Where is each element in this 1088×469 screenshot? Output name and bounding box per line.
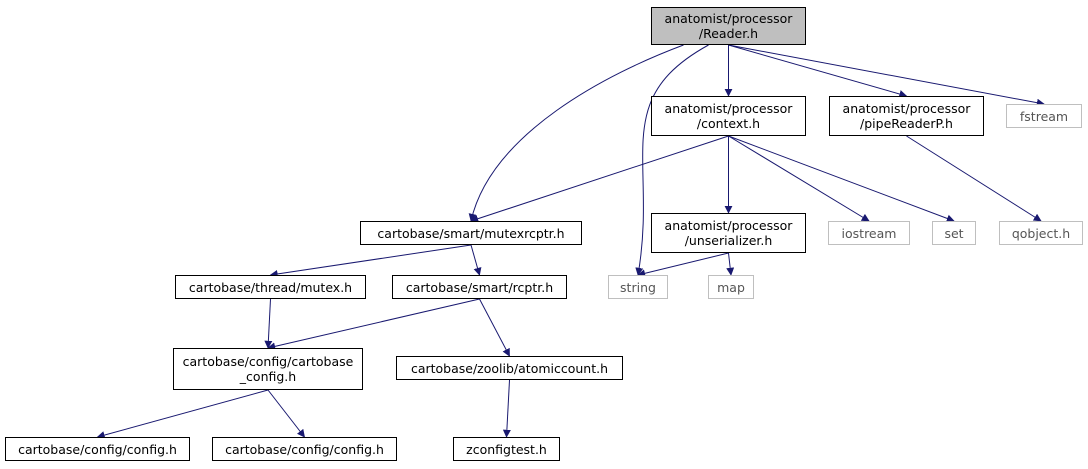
node-qobject: qobject.h xyxy=(999,221,1083,245)
node-context[interactable]: anatomist/processor/context.h xyxy=(651,96,806,136)
node-label-line: iostream xyxy=(841,225,897,241)
node-label-line: cartobase/zoolib/atomiccount.h xyxy=(410,360,609,376)
node-label-line: anatomist/processor xyxy=(664,218,793,233)
edge-reader-to-pipereader xyxy=(728,44,908,98)
node-label-line: map xyxy=(717,279,745,295)
node-label-line: cartobase/config/cartobase xyxy=(182,354,354,369)
node-label-line: string xyxy=(620,279,656,295)
node-rcptr[interactable]: cartobase/smart/rcptr.h xyxy=(392,275,567,299)
edge-unserializer-to-string xyxy=(637,252,729,278)
node-string: string xyxy=(608,275,668,299)
node-label-line: fstream xyxy=(1019,108,1069,124)
node-pipereader[interactable]: anatomist/processor/pipeReaderP.h xyxy=(829,96,984,136)
edge-reader-to-mutexrcptr xyxy=(468,44,684,222)
node-label-line: cartobase/smart/rcptr.h xyxy=(405,279,554,295)
node-config2[interactable]: cartobase/config/config.h xyxy=(212,437,397,461)
edge-rcptr-to-atomiccount xyxy=(479,298,510,357)
node-atomiccount[interactable]: cartobase/zoolib/atomiccount.h xyxy=(396,356,623,380)
edge-mutexrcptr-to-rcptr xyxy=(470,244,482,276)
node-unserializer[interactable]: anatomist/processor/unserializer.h xyxy=(651,213,806,253)
node-zconfigtest[interactable]: zconfigtest.h xyxy=(453,437,560,461)
edge-context-to-set xyxy=(728,135,955,223)
node-label-line: qobject.h xyxy=(1011,225,1071,241)
edge-cartoconfig-to-config2 xyxy=(267,389,305,438)
edge-cartoconfig-to-config1 xyxy=(96,389,269,439)
node-label-line: cartobase/config/config.h xyxy=(18,441,177,457)
edge-reader-to-string xyxy=(635,44,709,276)
node-label-line: cartobase/thread/mutex.h xyxy=(188,279,353,295)
node-label-line: anatomist/processor xyxy=(664,101,793,116)
edge-mutex-to-cartoconfig xyxy=(264,298,273,349)
node-label-line: set xyxy=(944,225,964,241)
edge-atomiccount-to-zconfigtest xyxy=(502,379,511,438)
edge-reader-to-fstream xyxy=(728,44,1045,107)
node-label-line: /unserializer.h xyxy=(684,233,773,248)
edge-pipereader-to-qobject xyxy=(906,135,1042,222)
node-cartoconfig[interactable]: cartobase/config/cartobase_config.h xyxy=(173,348,363,390)
node-set: set xyxy=(932,221,976,245)
edge-rcptr-to-cartoconfig xyxy=(267,298,480,351)
node-config1[interactable]: cartobase/config/config.h xyxy=(5,437,190,461)
edge-unserializer-to-map xyxy=(726,252,735,276)
node-label-line: zconfigtest.h xyxy=(466,441,547,457)
node-mutex[interactable]: cartobase/thread/mutex.h xyxy=(175,275,366,299)
edge-context-to-iostream xyxy=(728,135,870,222)
edge-context-to-mutexrcptr xyxy=(470,135,729,223)
node-label-line: anatomist/processor xyxy=(842,101,971,116)
node-fstream: fstream xyxy=(1006,104,1082,128)
node-label-line: /pipeReaderP.h xyxy=(860,116,953,131)
node-iostream: iostream xyxy=(828,221,910,245)
node-label-line: _config.h xyxy=(239,369,297,384)
node-label-line: cartobase/smart/mutexrcptr.h xyxy=(377,225,565,241)
node-label-line: /context.h xyxy=(696,116,761,131)
node-map: map xyxy=(708,275,754,299)
node-label-line: cartobase/config/config.h xyxy=(225,441,384,457)
edge-mutexrcptr-to-mutex xyxy=(269,244,472,278)
node-reader[interactable]: anatomist/processor/Reader.h xyxy=(651,7,806,45)
node-label-line: /Reader.h xyxy=(698,26,759,41)
node-label-line: anatomist/processor xyxy=(664,11,793,26)
node-mutexrcptr[interactable]: cartobase/smart/mutexrcptr.h xyxy=(360,221,582,245)
